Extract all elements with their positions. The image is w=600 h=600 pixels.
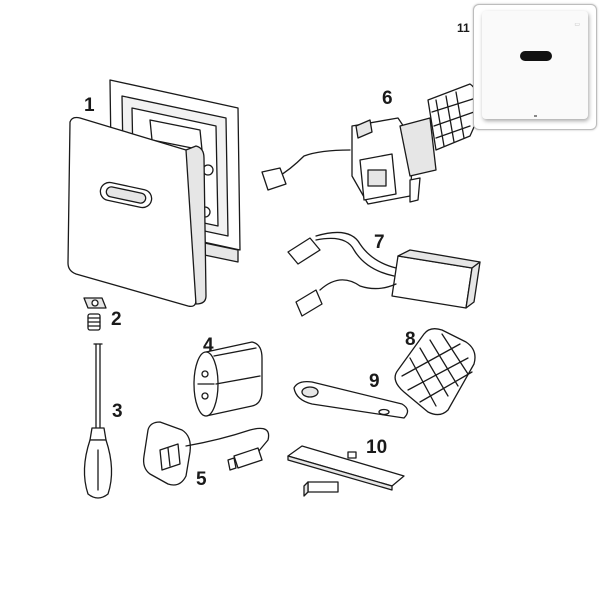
part-label-9: 9 [369,371,380,392]
mounting-plate [287,445,405,497]
part-label-6: 6 [382,88,393,109]
fixing-clip [83,297,107,331]
part-label-3: 3 [112,401,123,422]
part-label-4: 4 [203,335,214,356]
electronics-module [287,231,481,317]
part-label-8: 8 [405,329,416,350]
battery-connector [142,421,270,486]
valve-filter-screen [427,83,480,151]
filter-mesh [394,328,476,416]
battery-pack [193,341,263,417]
assembled-sensor-window [520,51,552,61]
part-label-1: 1 [84,95,95,116]
part-label-2: 2 [111,309,122,330]
assembled-product-inset: ▭ [473,4,597,130]
indicator-dot [534,115,537,117]
part-label-10: 10 [366,437,388,458]
key-tool [293,380,409,419]
part-label-5: 5 [196,469,207,490]
assembled-cover-plate: ▭ [482,11,588,119]
part-label-11: 11 [457,21,470,35]
solenoid-valve [261,117,437,205]
brand-mark-icon: ▭ [574,22,580,28]
cover-plate [67,116,207,308]
screwdriver [83,343,113,499]
part-label-7: 7 [374,232,385,253]
